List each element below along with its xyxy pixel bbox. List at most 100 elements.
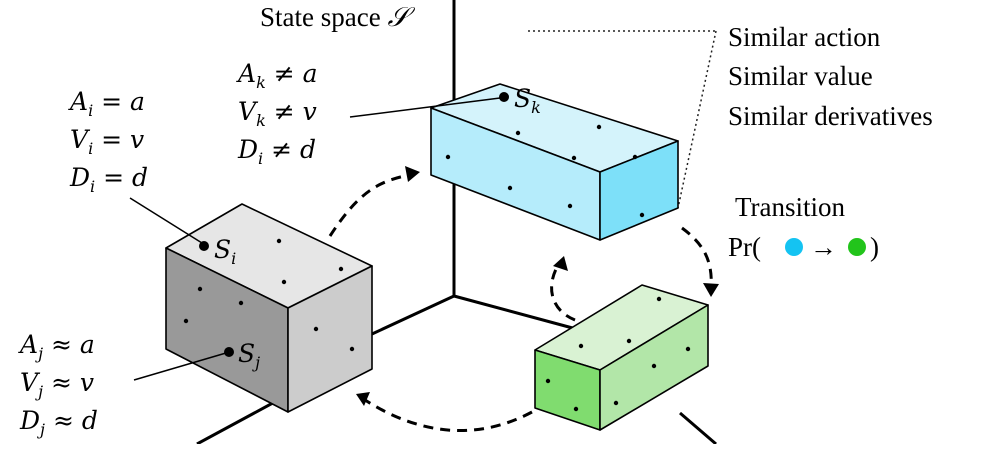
green-state-dot <box>848 238 866 256</box>
state-point <box>571 155 577 161</box>
annotation-block-k: Ak ≠ aVk ≠ vDi ≠ d <box>236 59 318 168</box>
annotation-sub: k <box>256 73 266 92</box>
state-point <box>515 130 521 136</box>
annotation-value: v <box>130 125 144 154</box>
label-si: Si <box>214 235 236 268</box>
state-point <box>632 154 638 160</box>
transition-arrow-symbol: → <box>810 232 837 262</box>
state-point <box>656 296 662 302</box>
state-points <box>183 124 691 412</box>
annotation-relation: ≠ <box>266 97 303 126</box>
annotation-block-j: Aj ≈ a Vj ≈ v Dj ≈ d <box>18 330 98 439</box>
annotation-row: Vk ≠ v <box>238 97 317 130</box>
annotation-sub: j <box>35 382 43 401</box>
annotation-row: Aj ≈ a <box>18 330 95 363</box>
state-point <box>573 406 579 412</box>
state-point <box>338 266 344 272</box>
arrow-heads <box>356 166 719 406</box>
annotation-value: a <box>130 87 145 116</box>
annotation-row: Di = d <box>69 163 148 196</box>
state-point <box>349 346 355 352</box>
state-marker-sj <box>224 347 234 357</box>
annotation-row: Ak ≠ a <box>236 59 318 92</box>
annotation-relation: = <box>93 87 130 116</box>
arrowhead-green-to-blue <box>553 256 568 271</box>
state-point <box>197 286 203 292</box>
state-point <box>639 212 645 218</box>
state-point <box>596 124 602 130</box>
annotation-value: d <box>82 406 98 435</box>
axis-right-segment <box>453 294 581 332</box>
annotation-row: Dj ≈ d <box>19 406 98 439</box>
legend-line-1: Similar action <box>728 22 881 52</box>
gray-block <box>165 203 373 413</box>
arrowhead-green-to-gray <box>356 392 370 406</box>
state-point <box>238 300 244 306</box>
annotation-sub: j <box>37 420 45 439</box>
annotation-var: D <box>19 406 40 435</box>
axis-left-lower <box>196 396 283 446</box>
annotation-value: d <box>132 163 148 192</box>
annotation-row: Vi = v <box>70 125 144 158</box>
axis-left-segment <box>371 294 455 336</box>
transition-arrows <box>328 172 713 432</box>
annotation-var: V <box>238 97 259 126</box>
annotation-value: v <box>303 97 317 126</box>
annotation-value: a <box>80 330 95 359</box>
annotation-var: V <box>20 368 41 397</box>
annotation-var: D <box>69 163 90 192</box>
legend-line-2: Similar value <box>728 61 873 91</box>
label-sj: Sj <box>238 339 260 372</box>
legend-callout <box>528 30 717 209</box>
annotation-value: a <box>303 59 318 88</box>
annotation-var: V <box>70 125 91 154</box>
annotation-value: v <box>80 368 94 397</box>
leader-line-i <box>129 197 203 244</box>
annotation-row: Ai = a <box>68 87 145 120</box>
label-sk: Sk <box>514 84 541 117</box>
label-sk-main: S <box>514 84 531 113</box>
axis-title-symbol: 𝒮 <box>387 2 415 33</box>
annotation-var: A <box>18 330 38 359</box>
annotation-relation: ≈ <box>43 330 80 359</box>
annotation-sub: i <box>88 139 93 158</box>
label-si-main: S <box>214 235 231 264</box>
state-point <box>545 378 551 384</box>
state-point <box>613 400 619 406</box>
state-point <box>651 363 657 369</box>
blue-block-right <box>599 140 679 241</box>
annotation-var: A <box>236 59 256 88</box>
axis-title-text: State space <box>260 2 387 32</box>
leader-lines <box>129 97 501 381</box>
annotation-relation: ≠ <box>266 59 303 88</box>
green-block <box>534 284 709 431</box>
annotation-var: A <box>68 87 88 116</box>
leader-line-j <box>133 352 227 381</box>
blue-block <box>430 83 679 241</box>
annotation-sub: i <box>90 177 95 196</box>
transition-formula-prefix: Pr( <box>728 232 761 262</box>
arrow-green-to-blue <box>550 261 576 322</box>
annotation-relation: = <box>95 163 132 192</box>
annotation-sub: i <box>88 101 93 120</box>
annotation-sub: i <box>258 149 263 168</box>
legend-line-3: Similar derivatives <box>728 101 933 131</box>
state-point <box>685 346 691 352</box>
label-si-sub: i <box>231 249 236 268</box>
annotation-relation: ≠ <box>263 135 300 164</box>
state-point <box>276 238 282 244</box>
axis-right-lower <box>679 411 717 446</box>
annotation-sub: k <box>256 111 266 130</box>
annotation-value: d <box>300 135 316 164</box>
state-point <box>578 343 584 349</box>
arrow-gray-to-blue <box>328 172 416 237</box>
cyan-state-dot <box>785 238 803 256</box>
arrow-green-to-gray <box>361 396 533 432</box>
transition-formula-suffix: ) <box>870 232 879 262</box>
annotation-sub: j <box>35 344 43 363</box>
state-point <box>445 154 451 160</box>
arrow-blue-to-green <box>681 226 713 291</box>
state-point <box>183 318 189 324</box>
annotation-relation: = <box>93 125 130 154</box>
